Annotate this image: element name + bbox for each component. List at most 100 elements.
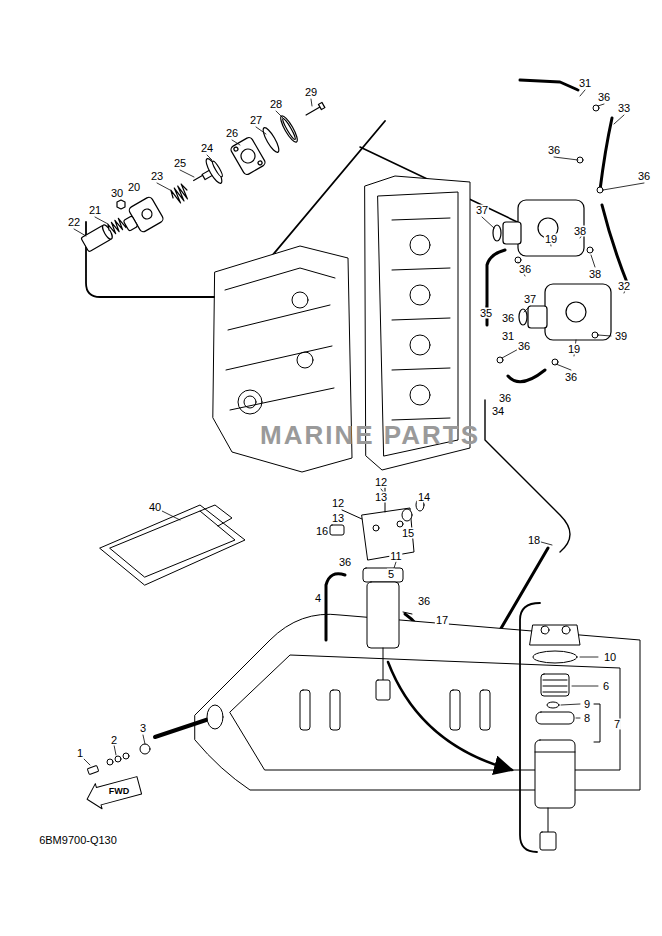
line-art — [602, 205, 628, 285]
callout-number: 17 — [435, 615, 449, 626]
line-art — [410, 285, 430, 305]
leader-lines — [74, 99, 312, 236]
callout-number: 39 — [614, 331, 628, 342]
fuel-pumps — [493, 200, 611, 340]
callout-number: 36 — [564, 372, 578, 383]
line-art — [373, 525, 379, 531]
line-art — [87, 765, 98, 774]
line-art — [244, 396, 256, 408]
line-art — [74, 80, 644, 852]
line-art — [117, 200, 125, 209]
callout-number: 37 — [523, 294, 537, 305]
line-art — [233, 146, 238, 151]
line-art — [562, 626, 570, 634]
callout-number: 23 — [150, 171, 164, 182]
line-art — [528, 306, 547, 328]
line-art — [330, 690, 340, 730]
line-art — [155, 717, 215, 737]
line-art — [614, 115, 624, 124]
line-art — [397, 521, 403, 527]
callout-number: 28 — [269, 99, 283, 110]
line-art — [276, 111, 285, 120]
line-art — [410, 235, 430, 255]
line-art — [533, 651, 577, 663]
line-art — [535, 740, 575, 808]
line-art — [594, 704, 600, 742]
line-art — [257, 160, 262, 165]
callout-number: 31 — [501, 331, 515, 342]
line-art — [508, 370, 545, 382]
callout-number: 13 — [331, 513, 345, 524]
line-art — [238, 390, 262, 414]
line-art — [326, 574, 345, 640]
line-art — [305, 102, 325, 117]
line-art — [541, 674, 569, 696]
fwd-arrow — [84, 773, 143, 812]
line-art — [383, 648, 384, 680]
line-art — [278, 114, 300, 144]
line-art — [84, 773, 143, 812]
callout-number: 36 — [517, 341, 531, 352]
callout-number: 12 — [374, 477, 388, 488]
callout-number: 29 — [304, 87, 318, 98]
line-art — [318, 102, 324, 109]
callout-number: 10 — [603, 652, 617, 663]
callout-number: 38 — [573, 226, 587, 237]
callout-number: 36 — [338, 557, 352, 568]
line-art — [106, 216, 128, 235]
fuel-hoses — [487, 80, 628, 382]
line-art — [95, 217, 108, 224]
direction-marker: FWD — [108, 787, 131, 796]
line-art — [402, 509, 412, 521]
line-art — [530, 625, 580, 645]
line-art — [169, 183, 191, 205]
callout-number: 36 — [417, 596, 431, 607]
line-art — [311, 99, 312, 106]
line-art — [535, 752, 575, 753]
callout-number: 18 — [527, 535, 541, 546]
line-art — [547, 702, 559, 708]
callout-number: 21 — [88, 205, 102, 216]
line-art — [180, 170, 194, 177]
callout-number: 5 — [387, 569, 395, 580]
pump-parts — [81, 102, 325, 252]
callout-number: 8 — [583, 713, 591, 724]
line-art — [119, 196, 164, 238]
line-art — [162, 511, 180, 520]
line-art — [603, 183, 644, 190]
line-art — [106, 216, 128, 235]
line-art — [169, 183, 191, 205]
line-art — [554, 157, 578, 160]
line-art — [84, 759, 90, 765]
line-art — [524, 306, 530, 312]
callout-number: 2 — [110, 735, 118, 746]
filter-components — [530, 625, 600, 850]
line-art — [519, 309, 527, 325]
line-art — [140, 207, 154, 221]
line-art — [143, 735, 145, 744]
line-art — [292, 292, 308, 308]
line-art — [114, 745, 116, 755]
line-art — [403, 612, 412, 614]
line-art — [256, 127, 266, 134]
line-art — [587, 247, 593, 253]
callout-number: 30 — [110, 188, 124, 199]
callout-number: 31 — [578, 78, 592, 89]
line-art — [598, 104, 604, 106]
line-art — [480, 690, 490, 730]
callout-number: 38 — [588, 269, 602, 280]
line-art — [261, 126, 282, 154]
line-art — [74, 229, 86, 236]
watermark: MARINE PARTS — [259, 422, 481, 448]
line-art — [592, 332, 598, 338]
callout-number: 37 — [475, 205, 489, 216]
line-art — [410, 385, 430, 405]
detail-arrow — [388, 662, 512, 770]
line-art — [566, 302, 586, 322]
line-art — [541, 542, 552, 545]
line-art — [597, 187, 603, 193]
diagram-code: 6BM9700-Q130 — [38, 835, 118, 846]
line-art — [278, 114, 300, 144]
